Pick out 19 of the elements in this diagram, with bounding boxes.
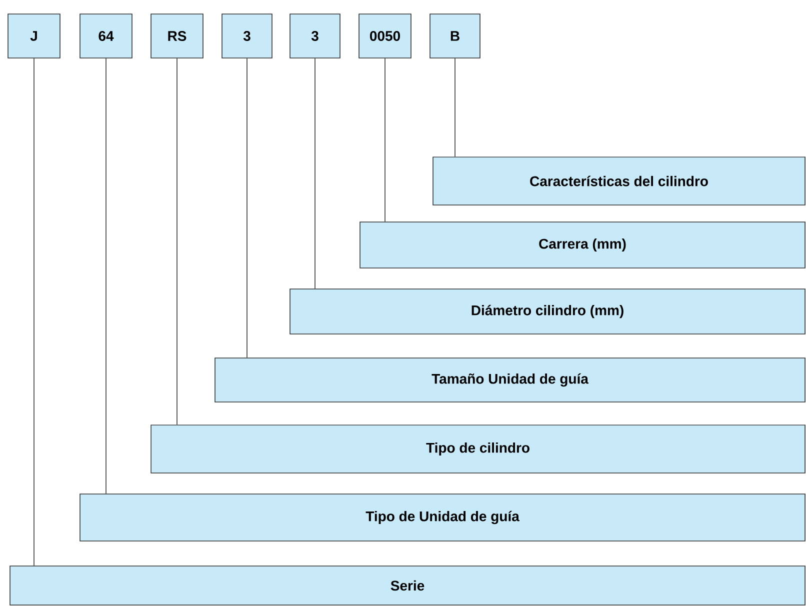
description-bar: Carrera (mm) [360, 222, 806, 268]
connector-line [384, 58, 386, 222]
connector-line [454, 58, 456, 157]
code-box: RS [150, 14, 204, 58]
description-bar: Tipo de cilindro [150, 424, 806, 474]
code-box: J [8, 14, 60, 58]
code-box: B [430, 14, 480, 58]
description-bar: Tipo de Unidad de guía [80, 494, 806, 542]
description-bar: Serie [10, 566, 806, 606]
description-bar: Tamaño Unidad de guía [214, 358, 806, 402]
code-box: 64 [80, 14, 132, 58]
code-box: 3 [290, 14, 340, 58]
description-bar: Características del cilindro [432, 156, 806, 206]
connector-line [246, 58, 248, 358]
code-box: 3 [222, 14, 272, 58]
connector-line [314, 58, 316, 289]
connector-line [176, 58, 178, 425]
description-bar: Diámetro cilindro (mm) [290, 288, 806, 334]
code-box: 0050 [358, 14, 412, 58]
